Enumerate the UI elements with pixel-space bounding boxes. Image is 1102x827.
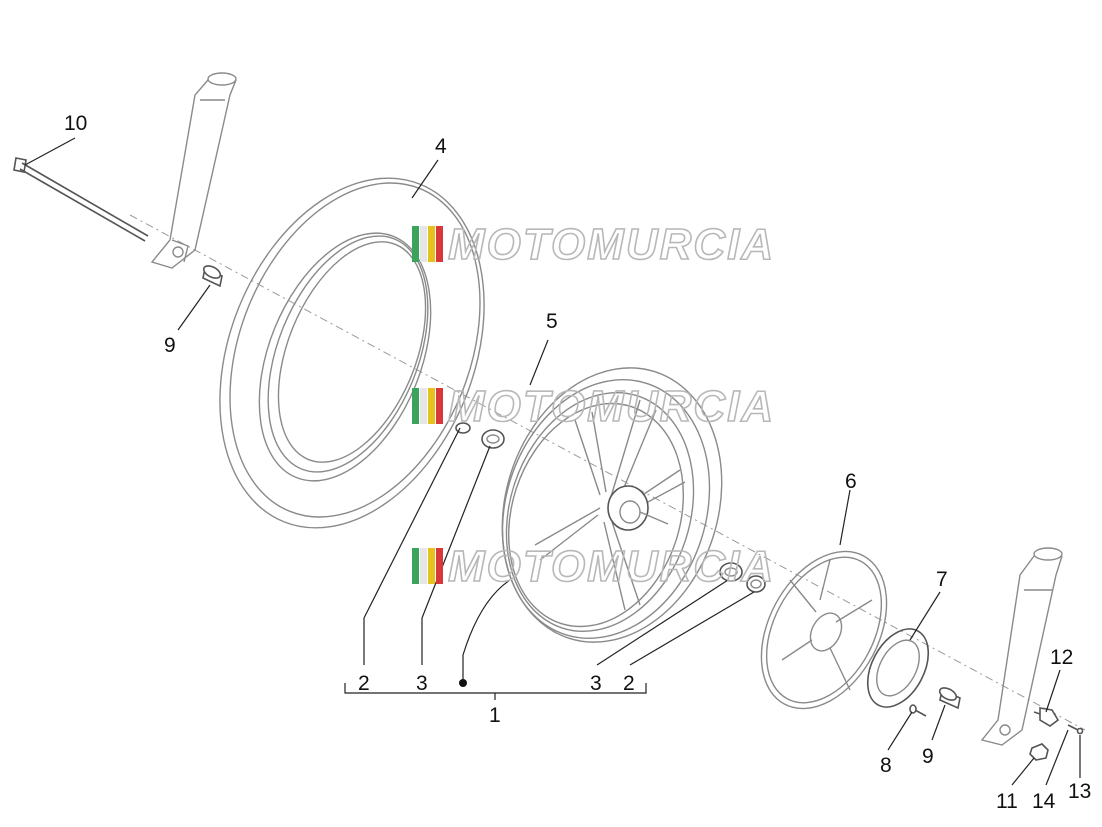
svg-text:MOTOMURCIA: MOTOMURCIA [448, 382, 775, 431]
callout-dot [459, 679, 467, 687]
watermark-bottom: MOTOMURCIA [412, 541, 775, 592]
tyre [219, 177, 485, 529]
tone-wheel [866, 628, 930, 708]
wheel-speed-sensor [1033, 707, 1060, 727]
leader-lines [24, 137, 1081, 786]
watermark-middle: MOTOMURCIA [412, 381, 775, 432]
callout-13: 13 [1068, 780, 1091, 803]
bearing-right-inner [719, 562, 743, 582]
callout-6: 6 [845, 470, 857, 493]
callout-14: 14 [1032, 790, 1056, 813]
callout-1: 1 [489, 704, 501, 727]
callout-8: 8 [880, 754, 892, 777]
nut-11 [1029, 743, 1049, 761]
bearing-left-outer [455, 422, 471, 434]
wheel-axle [13, 157, 149, 242]
brake-disc [760, 550, 888, 710]
callout-10: 10 [64, 112, 87, 135]
bearing-left-inner [481, 429, 505, 449]
fork-leg-right [980, 547, 1063, 746]
wheel-rim [501, 367, 723, 643]
callout-2-left: 2 [358, 672, 370, 695]
callout-2-right: 2 [623, 672, 635, 695]
sensor-screw [1067, 724, 1084, 735]
spacer-right [938, 687, 961, 710]
screw-8 [909, 704, 927, 717]
callout-5: 5 [546, 310, 558, 333]
callout-7: 7 [936, 568, 948, 591]
callout-9-right: 9 [922, 745, 934, 768]
callout-12: 12 [1050, 646, 1073, 669]
callout-11: 11 [996, 790, 1018, 813]
svg-text:MOTOMURCIA: MOTOMURCIA [448, 220, 775, 269]
fork-leg-left [150, 72, 237, 269]
callout-3-left: 3 [416, 672, 428, 695]
callout-3-right: 3 [590, 672, 602, 695]
watermark-top: MOTOMURCIA [412, 219, 775, 270]
callout-9-left: 9 [164, 334, 176, 357]
assembly-axis [129, 214, 1086, 731]
svg-text:MOTOMURCIA: MOTOMURCIA [448, 542, 775, 591]
callout-4: 4 [435, 135, 447, 158]
spacer-left [202, 265, 223, 288]
bearing-right-outer [746, 575, 766, 593]
